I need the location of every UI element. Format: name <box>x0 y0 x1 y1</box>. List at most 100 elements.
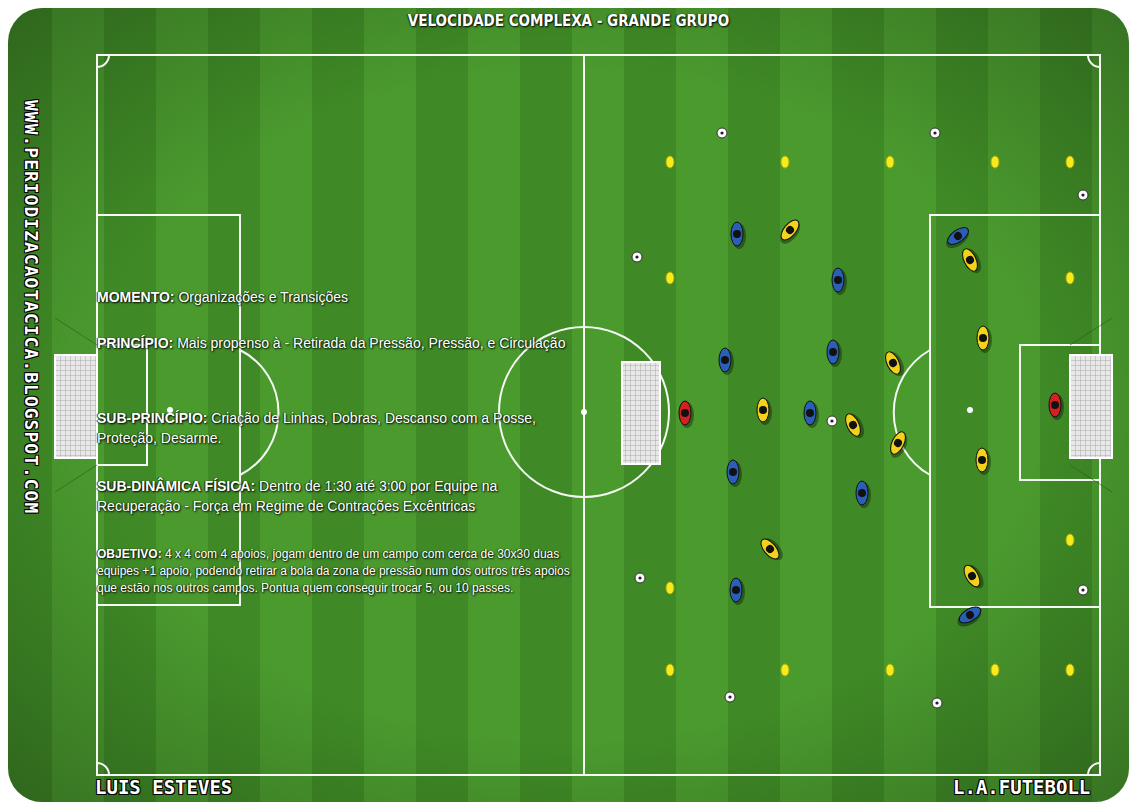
player-shadow <box>680 402 694 428</box>
ball <box>635 573 645 583</box>
player <box>679 401 694 428</box>
ball <box>827 416 837 426</box>
ball <box>930 128 940 138</box>
player-head <box>858 489 866 497</box>
player-body <box>757 398 769 422</box>
player-body <box>856 481 868 505</box>
player-body <box>727 460 739 484</box>
cone <box>781 156 789 168</box>
cone <box>666 664 674 676</box>
player <box>719 348 734 375</box>
player-body <box>1049 393 1061 417</box>
cone <box>1066 272 1074 284</box>
player-body <box>887 430 908 457</box>
ball-patch <box>638 576 641 579</box>
player-body <box>977 326 989 350</box>
ball-patch <box>728 695 731 698</box>
title: VELOCIDADE COMPLEXA - GRANDE GRUPO <box>408 12 729 30</box>
player-shadow <box>828 341 842 367</box>
player <box>842 410 867 441</box>
player-head <box>732 586 740 594</box>
watermark-text: WWW.PERIODIZACAOTACICA.BLOGSPOT.COM <box>21 100 42 514</box>
ball-patch <box>635 255 638 258</box>
player-shadow <box>805 402 819 428</box>
player-shadow <box>732 223 746 249</box>
ball-patch <box>935 701 938 704</box>
player <box>942 224 973 252</box>
cone <box>991 156 999 168</box>
player-head <box>829 348 837 356</box>
ball <box>1078 585 1088 595</box>
player-shadow <box>833 269 847 295</box>
player-head <box>721 356 729 364</box>
note-block: OBJETIVO: 4 x 4 com 4 apoios, jogam dent… <box>97 546 577 597</box>
player-shadow <box>720 349 734 375</box>
player <box>886 430 911 461</box>
ball <box>725 692 735 702</box>
player <box>730 578 745 605</box>
player <box>757 398 772 425</box>
player <box>731 222 746 249</box>
player-head <box>952 230 963 241</box>
player-head <box>784 224 795 235</box>
note-body: Mais propenso à - Retirada da Pressão, P… <box>177 335 565 351</box>
player <box>954 604 985 630</box>
cone <box>666 156 674 168</box>
note-block: SUB-PRINCÍPIO: Criação de Linhas, Dobras… <box>97 408 572 448</box>
player <box>882 348 907 379</box>
player-body <box>804 401 816 425</box>
player <box>1049 393 1064 420</box>
signature: LUIS ESTEVES <box>95 776 232 798</box>
note-heading: OBJETIVO: <box>97 547 162 561</box>
cone <box>886 156 894 168</box>
ball <box>1078 190 1088 200</box>
cone <box>666 582 674 594</box>
player-head <box>759 406 767 414</box>
player <box>804 401 819 428</box>
brand-name: L.A.FUTEBOLL <box>953 776 1090 798</box>
note-block: PRINCÍPIO: Mais propenso à - Retirada da… <box>97 333 572 353</box>
player-shadow <box>977 449 991 475</box>
player-body <box>961 563 983 590</box>
player <box>827 340 842 367</box>
player-head <box>979 334 987 342</box>
player-head <box>888 358 899 369</box>
player-head <box>965 610 976 621</box>
cone <box>1066 534 1074 546</box>
player-body <box>882 350 903 377</box>
ball-patch <box>830 419 833 422</box>
player <box>977 326 992 353</box>
note-body: 4 x 4 com 4 apoios, jogam dentro de um c… <box>97 547 570 595</box>
signature: L.A.FUTEBOLL <box>953 776 1090 798</box>
player-body <box>719 348 731 372</box>
player <box>727 460 742 487</box>
player <box>961 561 987 592</box>
author-name: LUIS ESTEVES <box>95 776 232 798</box>
cone <box>991 664 999 676</box>
player <box>976 448 991 475</box>
player-body <box>832 268 844 292</box>
player-head <box>729 468 737 476</box>
cone <box>666 272 674 284</box>
player-head <box>848 420 859 431</box>
ball-patch <box>1081 588 1084 591</box>
player-body <box>679 401 691 425</box>
note-body: Organizações e Transições <box>178 289 348 305</box>
player-shadow <box>1050 394 1064 420</box>
player-shadow <box>857 482 871 508</box>
player-head <box>967 571 978 582</box>
player-body <box>827 340 839 364</box>
note-heading: PRINCÍPIO: <box>97 335 173 351</box>
player-shadow <box>758 399 772 425</box>
player-body <box>842 412 863 439</box>
player <box>856 481 871 508</box>
player-body <box>945 224 972 248</box>
player-body <box>778 217 803 243</box>
player-head <box>965 255 976 266</box>
cone <box>781 664 789 676</box>
player <box>776 217 805 247</box>
cone <box>1066 664 1074 676</box>
ball-patch <box>1081 193 1084 196</box>
player-head <box>764 543 775 554</box>
